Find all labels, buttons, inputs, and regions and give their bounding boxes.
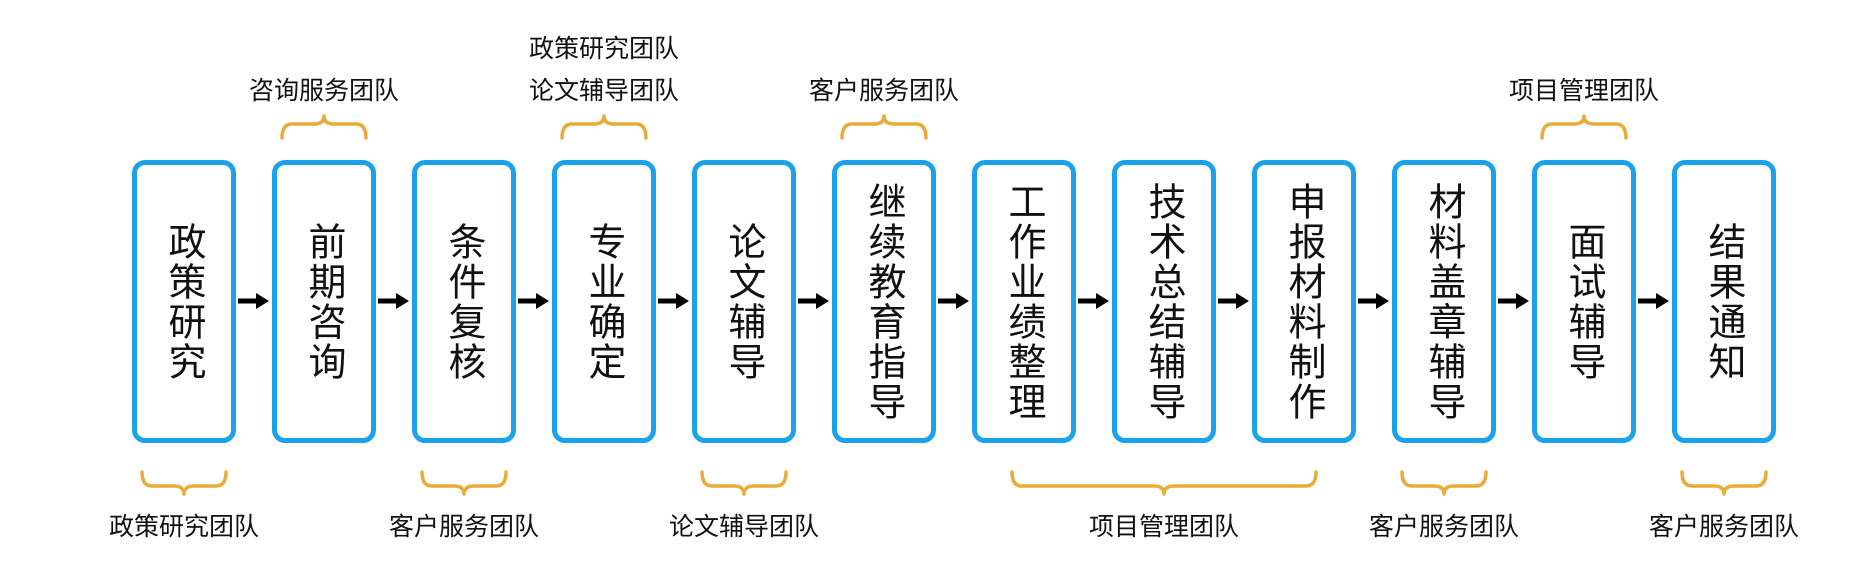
step-label-7: 工作业绩整理 <box>1002 181 1046 422</box>
step-box-2: 前期咨询 <box>272 160 376 443</box>
arrow-head-6 <box>956 293 969 309</box>
bottom-brace-4 <box>1010 470 1318 496</box>
step-box-3: 条件复核 <box>412 160 516 443</box>
top-team-label-2a: 政策研究团队 <box>528 34 680 63</box>
bottom-team-label-4: 项目管理团队 <box>1088 512 1240 541</box>
step-label-12: 结果通知 <box>1702 221 1746 382</box>
step-label-6: 继续教育指导 <box>862 181 906 422</box>
step-box-10: 材料盖章辅导 <box>1392 160 1496 443</box>
top-brace-4 <box>1540 114 1628 140</box>
step-box-8: 技术总结辅导 <box>1112 160 1216 443</box>
bottom-brace-1 <box>140 470 228 496</box>
top-team-label-1: 咨询服务团队 <box>248 76 400 105</box>
step-label-5: 论文辅导 <box>722 221 766 382</box>
step-label-11: 面试辅导 <box>1562 221 1606 382</box>
top-brace-3 <box>840 114 928 140</box>
step-box-1: 政策研究 <box>132 160 236 443</box>
bottom-team-label-3: 论文辅导团队 <box>668 512 820 541</box>
bottom-brace-2 <box>420 470 508 496</box>
arrow-head-5 <box>816 293 829 309</box>
arrow-head-7 <box>1096 293 1109 309</box>
step-label-9: 申报材料制作 <box>1282 181 1326 422</box>
bottom-team-label-1: 政策研究团队 <box>108 512 260 541</box>
top-team-label-4: 项目管理团队 <box>1508 76 1660 105</box>
bottom-team-label-2: 客户服务团队 <box>388 512 540 541</box>
step-label-3: 条件复核 <box>442 221 486 382</box>
step-label-1: 政策研究 <box>162 221 206 382</box>
arrow-head-3 <box>536 293 549 309</box>
step-box-6: 继续教育指导 <box>832 160 936 443</box>
bottom-brace-3 <box>700 470 788 496</box>
top-brace-2 <box>560 114 648 140</box>
arrow-head-10 <box>1516 293 1529 309</box>
arrow-head-11 <box>1656 293 1669 309</box>
bottom-team-label-5: 客户服务团队 <box>1368 512 1520 541</box>
step-box-9: 申报材料制作 <box>1252 160 1356 443</box>
bottom-team-label-6: 客户服务团队 <box>1648 512 1800 541</box>
step-label-10: 材料盖章辅导 <box>1422 181 1466 422</box>
bottom-brace-5 <box>1400 470 1488 496</box>
step-box-7: 工作业绩整理 <box>972 160 1076 443</box>
step-label-8: 技术总结辅导 <box>1142 181 1186 422</box>
top-team-label-3: 客户服务团队 <box>808 76 960 105</box>
arrow-head-2 <box>396 293 409 309</box>
arrow-head-1 <box>256 293 269 309</box>
top-team-label-2b: 论文辅导团队 <box>528 76 680 105</box>
arrow-head-4 <box>676 293 689 309</box>
step-box-11: 面试辅导 <box>1532 160 1636 443</box>
arrow-head-9 <box>1376 293 1389 309</box>
step-label-2: 前期咨询 <box>302 221 346 382</box>
bottom-brace-6 <box>1680 470 1768 496</box>
arrow-head-8 <box>1236 293 1249 309</box>
step-box-12: 结果通知 <box>1672 160 1776 443</box>
step-box-5: 论文辅导 <box>692 160 796 443</box>
step-box-4: 专业确定 <box>552 160 656 443</box>
top-brace-1 <box>280 114 368 140</box>
step-label-4: 专业确定 <box>582 221 626 382</box>
